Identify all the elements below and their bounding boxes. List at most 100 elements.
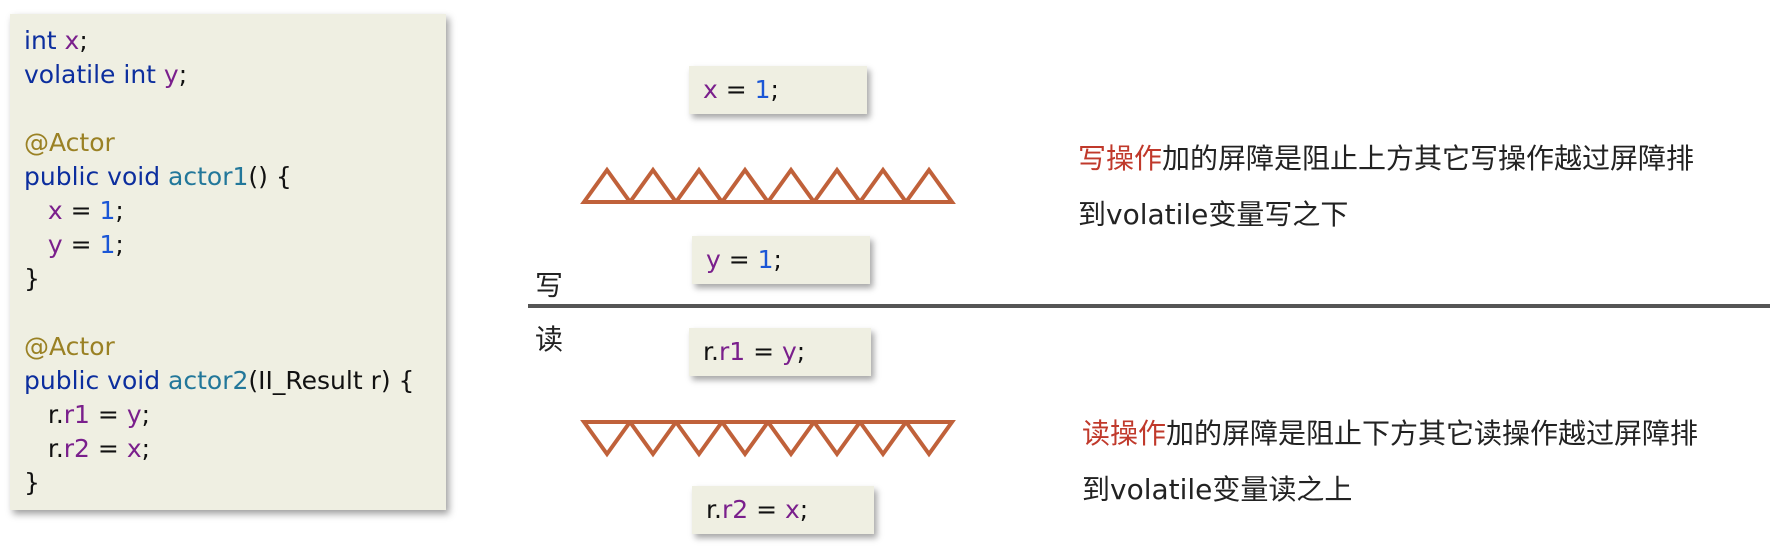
statement-token: ; xyxy=(770,75,779,104)
code-token: ; xyxy=(79,26,88,55)
code-token: public void xyxy=(24,162,169,191)
statement-r1-read: r.r1 = y; xyxy=(689,328,871,376)
statement-token: y xyxy=(706,245,721,274)
statement-x-assign: x = 1; xyxy=(689,66,867,114)
read-barrier-triangle xyxy=(580,420,634,458)
code-line xyxy=(24,92,446,126)
statement-token: r1 xyxy=(718,337,746,366)
write-barrier-triangle xyxy=(902,166,956,204)
code-token: y xyxy=(126,400,142,429)
code-token: = xyxy=(62,196,100,225)
statement-y-assign: y = 1; xyxy=(692,236,870,284)
code-token: } xyxy=(24,468,40,497)
write-barrier-triangle xyxy=(764,166,818,204)
code-token: () { xyxy=(248,162,292,191)
statement-token: = xyxy=(720,245,758,274)
read-note-highlight: 读操作 xyxy=(1082,417,1167,450)
write-barrier xyxy=(580,166,956,204)
code-token: ; xyxy=(141,400,151,429)
code-token xyxy=(24,196,48,225)
code-token: actor2 xyxy=(168,366,249,395)
code-token: int xyxy=(24,26,65,55)
read-note-line2: 到volatile变量读之上 xyxy=(1082,473,1353,506)
read-barrier-triangle xyxy=(856,420,910,458)
code-line: } xyxy=(24,466,446,500)
read-barrier-triangle xyxy=(902,420,956,458)
code-token: @Actor xyxy=(24,128,115,157)
code-token: y xyxy=(163,60,179,89)
statement-token: x xyxy=(703,75,718,104)
code-token xyxy=(24,230,48,259)
code-token: ; xyxy=(115,196,124,225)
code-line: x = 1; xyxy=(24,194,446,228)
code-token: y xyxy=(47,230,63,259)
write-barrier-triangle xyxy=(626,166,680,204)
write-barrier-note: 写操作加的屏障是阻止上方其它写操作越过屏障排 到volatile变量写之下 xyxy=(1078,131,1778,243)
code-token: ; xyxy=(141,434,151,463)
code-line: int x; xyxy=(24,24,446,58)
statement-token: y xyxy=(781,337,797,366)
write-label: 写 xyxy=(535,269,564,302)
statement-token: = xyxy=(717,75,755,104)
statement-token: = xyxy=(745,337,782,366)
write-barrier-triangle xyxy=(672,166,726,204)
code-token: public void xyxy=(24,366,169,395)
code-line: volatile int y; xyxy=(24,58,446,92)
code-token: x xyxy=(126,434,142,463)
code-token: @Actor xyxy=(24,332,115,361)
code-line: @Actor xyxy=(24,330,446,364)
code-line: r.r1 = y; xyxy=(24,398,446,432)
code-line: public void actor1() { xyxy=(24,160,446,194)
read-label: 读 xyxy=(535,323,564,356)
code-token: 1 xyxy=(99,196,116,225)
read-barrier-triangle xyxy=(672,420,726,458)
statement-token: = xyxy=(748,495,785,524)
write-read-divider xyxy=(528,304,1770,308)
write-note-highlight: 写操作 xyxy=(1078,142,1163,175)
code-token: r. xyxy=(24,434,64,463)
statement-token: ; xyxy=(773,245,782,274)
code-token: x xyxy=(64,26,80,55)
statement-token: 1 xyxy=(754,75,771,104)
statement-token: r. xyxy=(706,495,722,524)
code-line: y = 1; xyxy=(24,228,446,262)
code-token: r2 xyxy=(63,434,90,463)
write-barrier-triangle xyxy=(580,166,634,204)
code-line: public void actor2(II_Result r) { xyxy=(24,364,446,398)
statement-token: x xyxy=(784,495,800,524)
statement-token: ; xyxy=(796,337,806,366)
read-barrier-triangle xyxy=(810,420,864,458)
write-barrier-triangle xyxy=(810,166,864,204)
code-token: ; xyxy=(178,60,188,89)
code-token: r. xyxy=(24,400,64,429)
code-token: r1 xyxy=(63,400,90,429)
read-barrier-note: 读操作加的屏障是阻止下方其它读操作越过屏障排 到volatile变量读之上 xyxy=(1082,406,1781,518)
read-barrier xyxy=(580,420,956,458)
code-token: 1 xyxy=(99,230,116,259)
code-token: (II_Result r) { xyxy=(248,366,415,395)
code-token: volatile int xyxy=(24,60,164,89)
code-line: } xyxy=(24,262,446,296)
code-line: @Actor xyxy=(24,126,446,160)
read-note-line1: 加的屏障是阻止下方其它读操作越过屏障排 xyxy=(1166,417,1699,450)
write-barrier-triangle xyxy=(718,166,772,204)
code-token: ; xyxy=(115,230,124,259)
code-token: actor1 xyxy=(168,162,249,191)
code-line xyxy=(24,296,446,330)
code-line: r.r2 = x; xyxy=(24,432,446,466)
code-token: } xyxy=(24,264,40,293)
write-barrier-triangle xyxy=(856,166,910,204)
read-barrier-triangle xyxy=(626,420,680,458)
write-note-line2: 到volatile变量写之下 xyxy=(1078,198,1349,231)
write-note-line1: 加的屏障是阻止上方其它写操作越过屏障排 xyxy=(1162,142,1695,175)
read-barrier-triangle xyxy=(718,420,772,458)
statement-token: r. xyxy=(703,337,719,366)
statement-r2-read: r.r2 = x; xyxy=(692,486,874,534)
read-barrier-triangle xyxy=(764,420,818,458)
code-token: = xyxy=(89,434,127,463)
statement-token: 1 xyxy=(757,245,774,274)
code-token: x xyxy=(47,196,63,225)
code-token: = xyxy=(89,400,127,429)
code-token: = xyxy=(62,230,100,259)
